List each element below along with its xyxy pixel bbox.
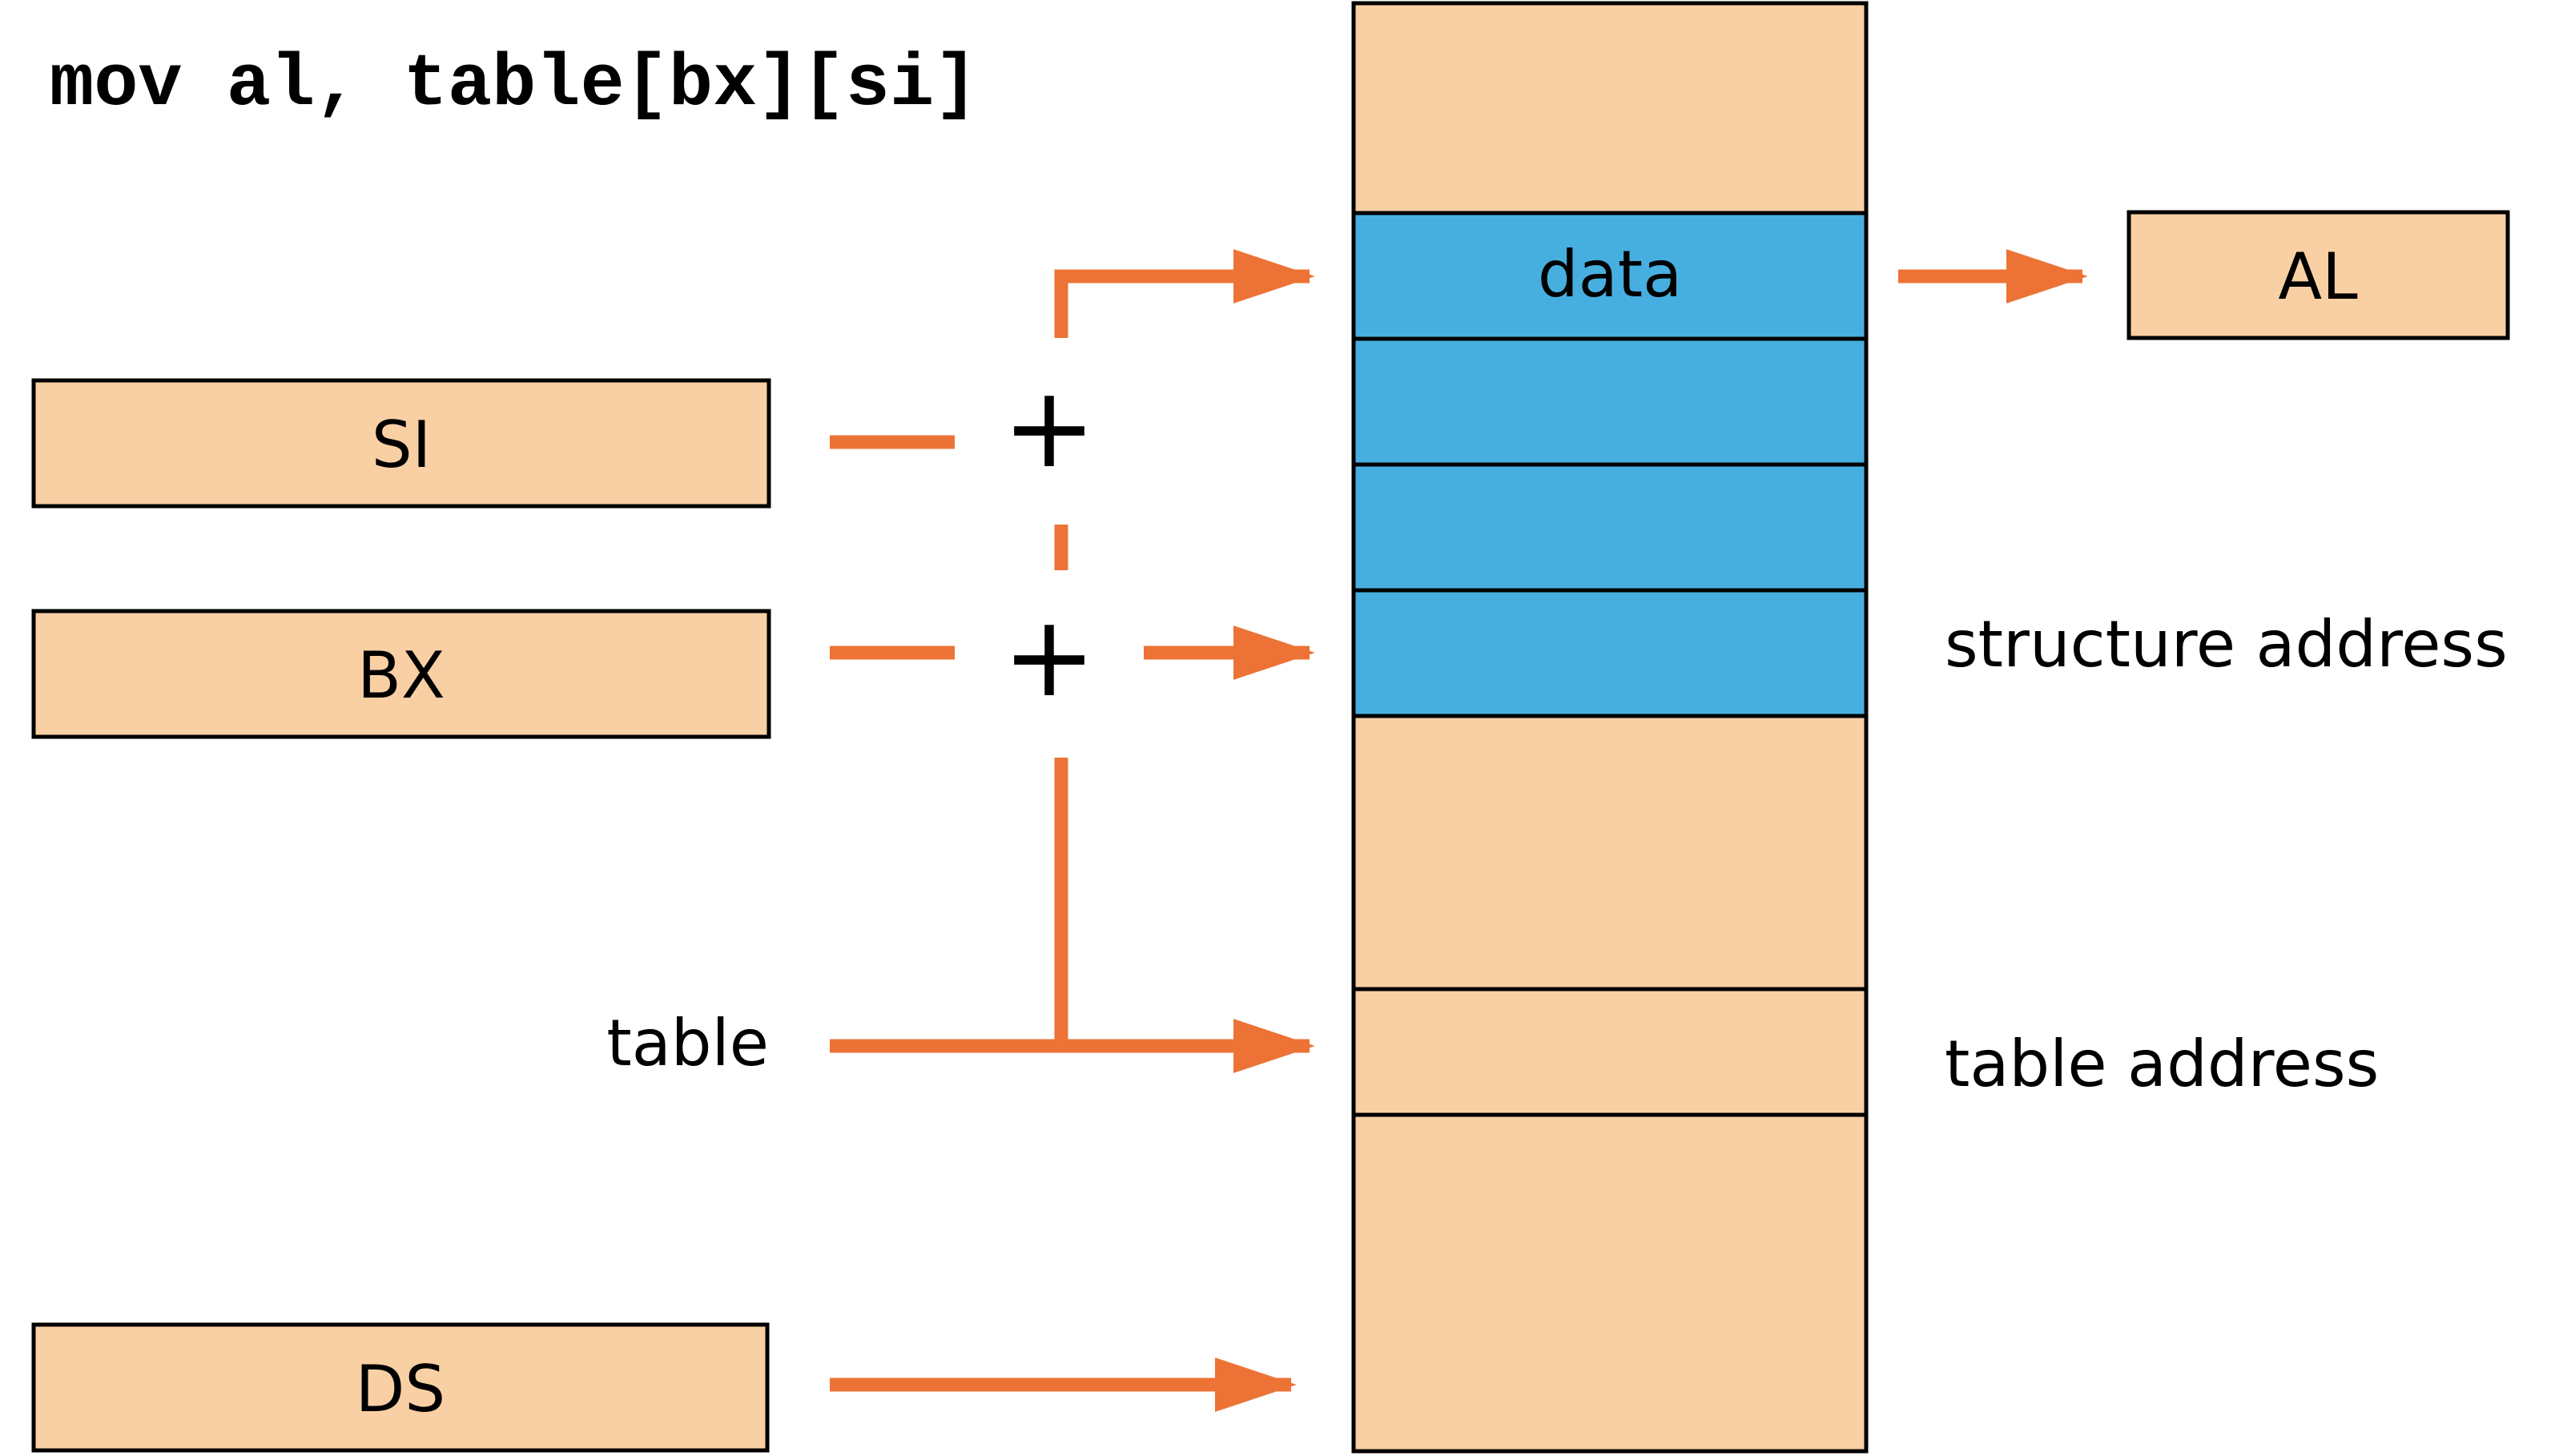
memory-cell-data	[1351, 211, 1869, 341]
register-si: SI	[31, 378, 771, 509]
table-label: table	[606, 1006, 769, 1080]
memory-cell-middle	[1351, 714, 1869, 991]
register-bx-label: BX	[357, 638, 445, 713]
connectors	[830, 249, 2088, 1412]
register-si-label: SI	[372, 408, 431, 482]
memory-cell-top	[1351, 1, 1869, 215]
effective-address-arrow	[1054, 249, 1315, 338]
structure-address-label: structure address	[1945, 607, 2508, 682]
memory-cell-struct-2	[1351, 336, 1869, 467]
memory-column	[1351, 1, 1869, 1454]
instruction-title: mov al, table[bx][si]	[50, 42, 978, 127]
memory-cell-table-start	[1351, 987, 1869, 1117]
table-address-label: table address	[1945, 1027, 2379, 1101]
register-al-label: AL	[2278, 239, 2358, 314]
plus-operator-top: +	[1002, 363, 1096, 493]
memory-cell-structure-start	[1351, 588, 1869, 718]
memory-cell-struct-3	[1351, 462, 1869, 593]
register-bx: BX	[31, 609, 771, 739]
memory-cell-bottom	[1351, 1112, 1869, 1454]
plus-operator-bottom: +	[1002, 592, 1096, 722]
register-al: AL	[2126, 210, 2510, 340]
register-ds-label: DS	[356, 1352, 445, 1426]
register-ds: DS	[31, 1322, 770, 1453]
data-label: data	[1538, 237, 1682, 312]
